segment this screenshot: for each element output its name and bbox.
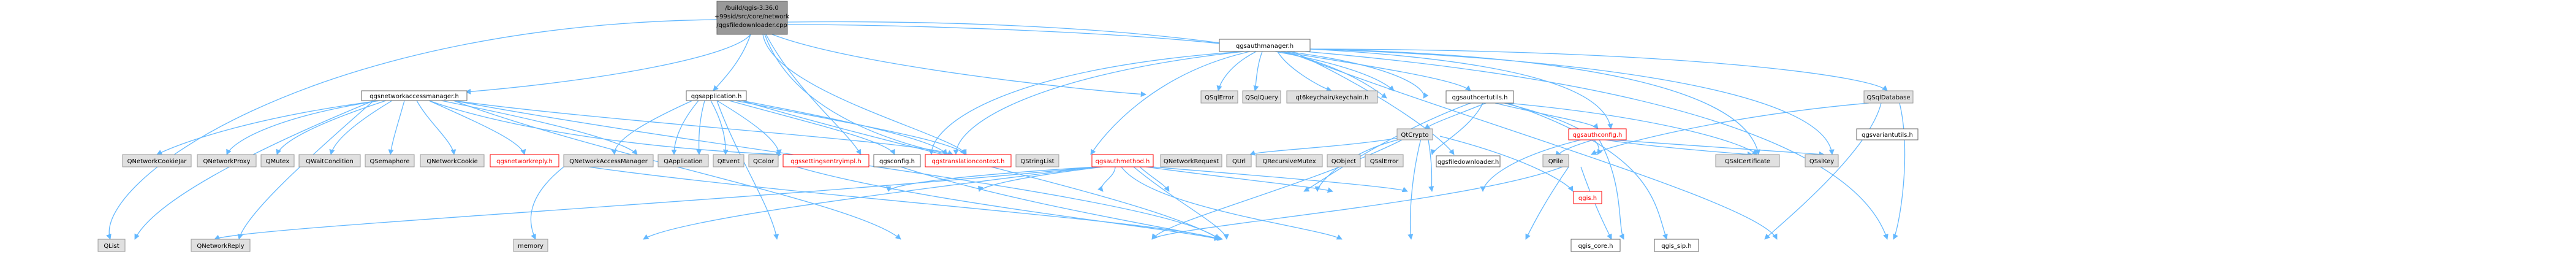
svg-text:qgis_sip.h: qgis_sip.h [1661, 243, 1692, 250]
root-file-node[interactable]: /build/qgis-3.36.0 +99sid/src/core/netwo… [714, 1, 790, 35]
node-QColor[interactable]: QColor [748, 154, 779, 167]
node-qgsfiledownloader[interactable]: qgsfiledownloader.h [1436, 155, 1501, 167]
node-QSslError[interactable]: QSslError [1365, 154, 1404, 167]
node-qt6keychain[interactable]: qt6keychain/keychain.h [1286, 90, 1378, 104]
svg-text:QSqlQuery: QSqlQuery [1245, 94, 1278, 101]
svg-text:qgsnetworkaccessmanager.h: qgsnetworkaccessmanager.h [369, 93, 459, 100]
svg-text:memory: memory [518, 243, 544, 250]
node-QSqlError[interactable]: QSqlError [1200, 90, 1238, 104]
node-qgsconfig[interactable]: qgsconfig.h [873, 154, 921, 167]
node-QObject[interactable]: QObject [1327, 154, 1361, 167]
node-qgsauthconfig[interactable]: qgsauthconfig.h [1568, 128, 1627, 140]
node-QApplication[interactable]: QApplication [657, 154, 709, 167]
node-QUrl[interactable]: QUrl [1226, 154, 1252, 167]
node-qgsapplication[interactable]: qgsapplication.h [686, 90, 747, 101]
svg-text:qgsauthcertutils.h: qgsauthcertutils.h [1452, 94, 1508, 101]
svg-text:QNetworkRequest: QNetworkRequest [1164, 158, 1219, 165]
svg-text:QSslKey: QSslKey [1809, 158, 1834, 165]
svg-text:qgsvariantutils.h: qgsvariantutils.h [1862, 132, 1913, 139]
node-QNetworkCookie[interactable]: QNetworkCookie [420, 154, 485, 167]
svg-text:QNetworkCookie: QNetworkCookie [426, 158, 478, 165]
svg-text:QNetworkCookieJar: QNetworkCookieJar [127, 158, 188, 165]
node-qgsnetworkaccessmanager[interactable]: qgsnetworkaccessmanager.h [361, 90, 468, 101]
svg-text:QColor: QColor [753, 158, 775, 165]
svg-text:qgsfiledownloader.h: qgsfiledownloader.h [1438, 159, 1499, 166]
node-qgsnetworkreply[interactable]: qgsnetworkreply.h [490, 154, 559, 167]
svg-text:QWaitCondition: QWaitCondition [306, 158, 354, 165]
svg-text:qgssettingsentryimpl.h: qgssettingsentryimpl.h [790, 158, 861, 165]
svg-text:/qgsfiledownloader.cpp: /qgsfiledownloader.cpp [716, 22, 787, 29]
svg-text:QEvent: QEvent [718, 158, 740, 165]
node-qgsvariantutils[interactable]: qgsvariantutils.h [1856, 128, 1919, 140]
node-qgis_core[interactable]: qgis_core.h [1570, 239, 1621, 252]
node-QMutex[interactable]: QMutex [260, 154, 295, 167]
svg-text:QObject: QObject [1332, 158, 1357, 165]
node-QWaitCondition[interactable]: QWaitCondition [298, 154, 361, 167]
node-QNetworkProxy[interactable]: QNetworkProxy [197, 154, 257, 167]
node-QtCrypto[interactable]: QtCrypto [1396, 128, 1433, 140]
node-QSslKey[interactable]: QSslKey [1805, 154, 1839, 167]
node-qgsauthmanager[interactable]: qgsauthmanager.h [1219, 39, 1311, 52]
svg-text:QSqlError: QSqlError [1205, 94, 1235, 101]
svg-text:QList: QList [104, 243, 119, 250]
svg-text:QSemaphore: QSemaphore [369, 158, 409, 165]
node-QList[interactable]: QList [97, 239, 126, 252]
node-QNetworkAccessManager[interactable]: QNetworkAccessManager [563, 154, 654, 167]
svg-text:qgsauthconfig.h: qgsauthconfig.h [1573, 132, 1623, 139]
node-QSqlQuery[interactable]: QSqlQuery [1242, 90, 1281, 104]
svg-text:qgstranslationcontext.h: qgstranslationcontext.h [932, 158, 1005, 165]
svg-text:QNetworkReply: QNetworkReply [197, 243, 244, 250]
svg-text:QSslCertificate: QSslCertificate [1725, 158, 1770, 165]
node-memory[interactable]: memory [513, 239, 548, 252]
svg-text:QSslError: QSslError [1370, 158, 1399, 165]
node-qgstranslationcontext[interactable]: qgstranslationcontext.h [925, 154, 1012, 167]
svg-text:qgis.h: qgis.h [1578, 195, 1597, 202]
svg-text:qgsauthmethod.h: qgsauthmethod.h [1096, 158, 1150, 165]
node-qgsauthmethod[interactable]: qgsauthmethod.h [1091, 154, 1154, 167]
node-qgis[interactable]: qgis.h [1573, 191, 1602, 204]
node-QFile[interactable]: QFile [1542, 154, 1569, 167]
node-QSslCertificate[interactable]: QSslCertificate [1715, 154, 1780, 167]
node-qgsauthcertutils[interactable]: qgsauthcertutils.h [1445, 90, 1514, 104]
svg-text:qgsnetworkreply.h: qgsnetworkreply.h [496, 158, 553, 165]
svg-text:QtCrypto: QtCrypto [1401, 132, 1428, 139]
svg-text:QNetworkAccessManager: QNetworkAccessManager [569, 158, 648, 165]
node-QNetworkReply[interactable]: QNetworkReply [191, 239, 251, 252]
svg-text:qgsapplication.h: qgsapplication.h [691, 93, 742, 100]
node-QEvent[interactable]: QEvent [713, 154, 744, 167]
node-QStringList[interactable]: QStringList [1015, 154, 1059, 167]
svg-text:QUrl: QUrl [1232, 158, 1246, 165]
svg-text:qgsconfig.h: qgsconfig.h [879, 158, 915, 165]
node-QRecursiveMutex[interactable]: QRecursiveMutex [1256, 154, 1323, 167]
node-qgssettingsentryimpl[interactable]: qgssettingsentryimpl.h [782, 154, 869, 167]
svg-text:qgsauthmanager.h: qgsauthmanager.h [1236, 43, 1294, 50]
svg-text:qt6keychain/keychain.h: qt6keychain/keychain.h [1296, 94, 1369, 101]
svg-text:+99sid/src/core/network: +99sid/src/core/network [714, 13, 790, 20]
node-qgis_sip[interactable]: qgis_sip.h [1654, 239, 1699, 252]
graph-edges [106, 19, 1906, 241]
svg-text:QRecursiveMutex: QRecursiveMutex [1262, 158, 1316, 165]
svg-text:QFile: QFile [1548, 158, 1564, 165]
svg-text:QApplication: QApplication [664, 158, 703, 165]
node-QNetworkRequest[interactable]: QNetworkRequest [1160, 154, 1222, 167]
svg-text:QSqlDatabase: QSqlDatabase [1866, 94, 1910, 101]
svg-text:QNetworkProxy: QNetworkProxy [203, 158, 250, 165]
svg-text:/build/qgis-3.36.0: /build/qgis-3.36.0 [725, 5, 778, 12]
node-QNetworkCookieJar[interactable]: QNetworkCookieJar [122, 154, 192, 167]
node-QSqlDatabase[interactable]: QSqlDatabase [1863, 90, 1914, 104]
svg-text:qgis_core.h: qgis_core.h [1578, 243, 1613, 250]
node-QSemaphore[interactable]: QSemaphore [365, 154, 415, 167]
svg-text:QMutex: QMutex [266, 158, 290, 165]
svg-text:QStringList: QStringList [1020, 158, 1054, 165]
